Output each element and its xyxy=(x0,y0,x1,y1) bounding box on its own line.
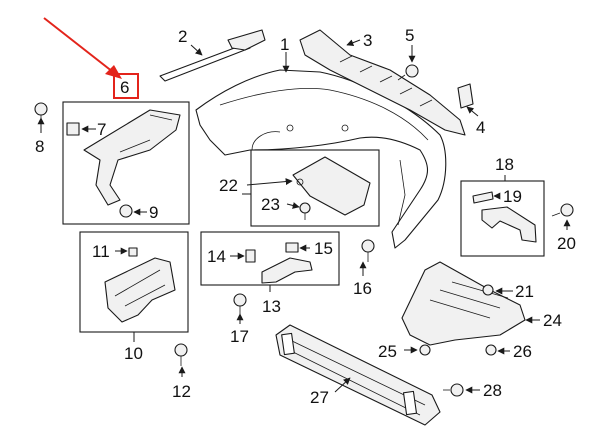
part-14-clip xyxy=(245,249,256,263)
callout-18[interactable]: 18 xyxy=(495,155,514,174)
group-box-6 xyxy=(62,101,190,225)
part-17-pin xyxy=(233,293,247,314)
callout-6[interactable]: 6 xyxy=(120,78,129,97)
callout-5[interactable]: 5 xyxy=(405,26,414,45)
callout-27[interactable]: 27 xyxy=(310,388,329,407)
callout-19[interactable]: 19 xyxy=(503,187,522,206)
part-13-bracket xyxy=(261,257,313,284)
callout-23[interactable]: 23 xyxy=(261,195,280,214)
part-16-pin xyxy=(361,239,375,262)
callout-8[interactable]: 8 xyxy=(35,137,44,156)
part-18-bracket xyxy=(481,206,537,243)
callout-28[interactable]: 28 xyxy=(483,381,502,400)
callout-17[interactable]: 17 xyxy=(230,327,249,346)
part-20-screw xyxy=(551,203,574,217)
part-5-screw xyxy=(397,64,419,81)
callout-10[interactable]: 10 xyxy=(124,344,143,363)
callout-20[interactable]: 20 xyxy=(557,234,576,253)
group-box-22 xyxy=(250,149,380,227)
part-27-reinforcement-beam xyxy=(275,324,441,426)
callout-24[interactable]: 24 xyxy=(543,311,562,330)
callout-4[interactable]: 4 xyxy=(476,118,485,137)
callout-15[interactable]: 15 xyxy=(314,239,333,258)
part-28-bolt xyxy=(443,383,464,397)
callout-11[interactable]: 11 xyxy=(92,242,110,261)
callout-25[interactable]: 25 xyxy=(378,342,397,361)
callout-7[interactable]: 7 xyxy=(97,120,106,139)
callout-14[interactable]: 14 xyxy=(207,247,226,266)
callout-12[interactable]: 12 xyxy=(172,382,191,401)
highlight-arrow xyxy=(43,17,122,79)
part-9-nut xyxy=(119,204,133,218)
part-12-bolt xyxy=(174,343,188,366)
part-11-clip xyxy=(128,247,138,257)
callout-21[interactable]: 21 xyxy=(515,282,534,301)
callout-13[interactable]: 13 xyxy=(262,297,281,316)
part-15-clip xyxy=(285,242,299,253)
part-6-bracket xyxy=(83,109,181,206)
part-22-shield xyxy=(292,156,371,216)
callout-9[interactable]: 9 xyxy=(149,203,158,222)
part-2-trim-strip xyxy=(159,29,266,82)
part-10-deflector xyxy=(104,257,176,323)
callout-22[interactable]: 22 xyxy=(219,176,238,195)
part-23-bolt xyxy=(299,202,311,220)
leader-lines xyxy=(37,39,571,394)
part-19-clip xyxy=(472,191,494,204)
part-1-bumper-cover xyxy=(195,69,447,249)
callout-2[interactable]: 2 xyxy=(178,27,187,46)
part-25-screw xyxy=(419,344,431,356)
callout-3[interactable]: 3 xyxy=(363,31,372,50)
part-7-clip xyxy=(66,122,80,136)
callout-16[interactable]: 16 xyxy=(353,279,372,298)
part-26-screw xyxy=(485,344,497,356)
part-24-skid-plate xyxy=(401,261,526,346)
part-4-clip xyxy=(457,83,474,109)
group-box-18 xyxy=(460,180,545,257)
part-3-side-bracket xyxy=(299,29,466,136)
callout-1[interactable]: 1 xyxy=(280,35,289,54)
callout-labels: 1 2 3 4 5 6 7 8 9 10 11 12 13 14 15 16 1… xyxy=(35,26,576,407)
callout-6-highlight-box xyxy=(113,73,139,99)
callout-26[interactable]: 26 xyxy=(513,342,532,361)
part-8-bolt xyxy=(34,102,48,125)
part-21-screw xyxy=(482,284,494,296)
